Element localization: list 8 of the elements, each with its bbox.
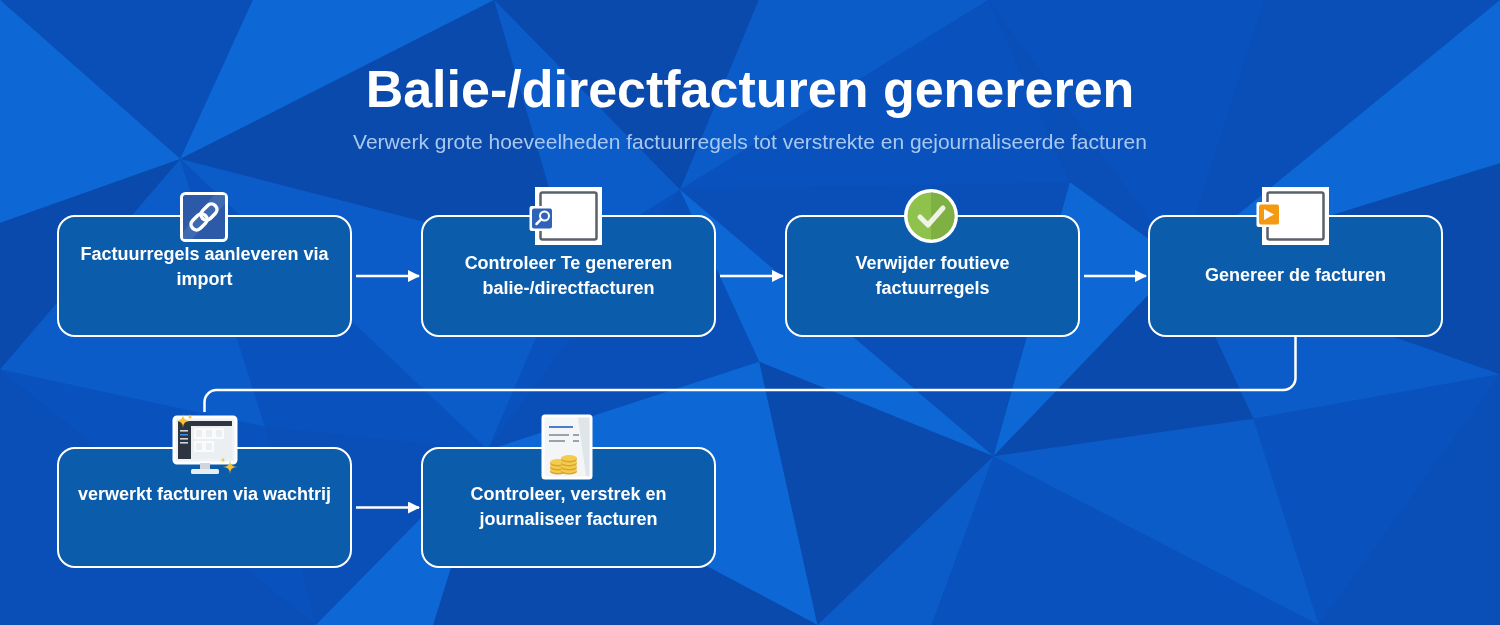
step-label: Genereer de facturen [1203, 264, 1388, 287]
title: Balie-/directfacturen genereren [365, 59, 1135, 120]
subtitle: Verwerk grote hoeveelheden factuurregels tot verstrekte en gejournaliseerde facturen [353, 129, 1147, 155]
step-label: Controleer Te genereren balie-/directfacturen [463, 252, 674, 300]
step-label: Verwijder foutieve factuurregels [854, 252, 1011, 300]
step-label: Controleer, verstrek en journaliseer facturen [469, 483, 668, 531]
step-label: Factuurregels aanleveren via import [79, 243, 330, 291]
step-label: verwerkt facturen via wachtrij [76, 483, 333, 506]
